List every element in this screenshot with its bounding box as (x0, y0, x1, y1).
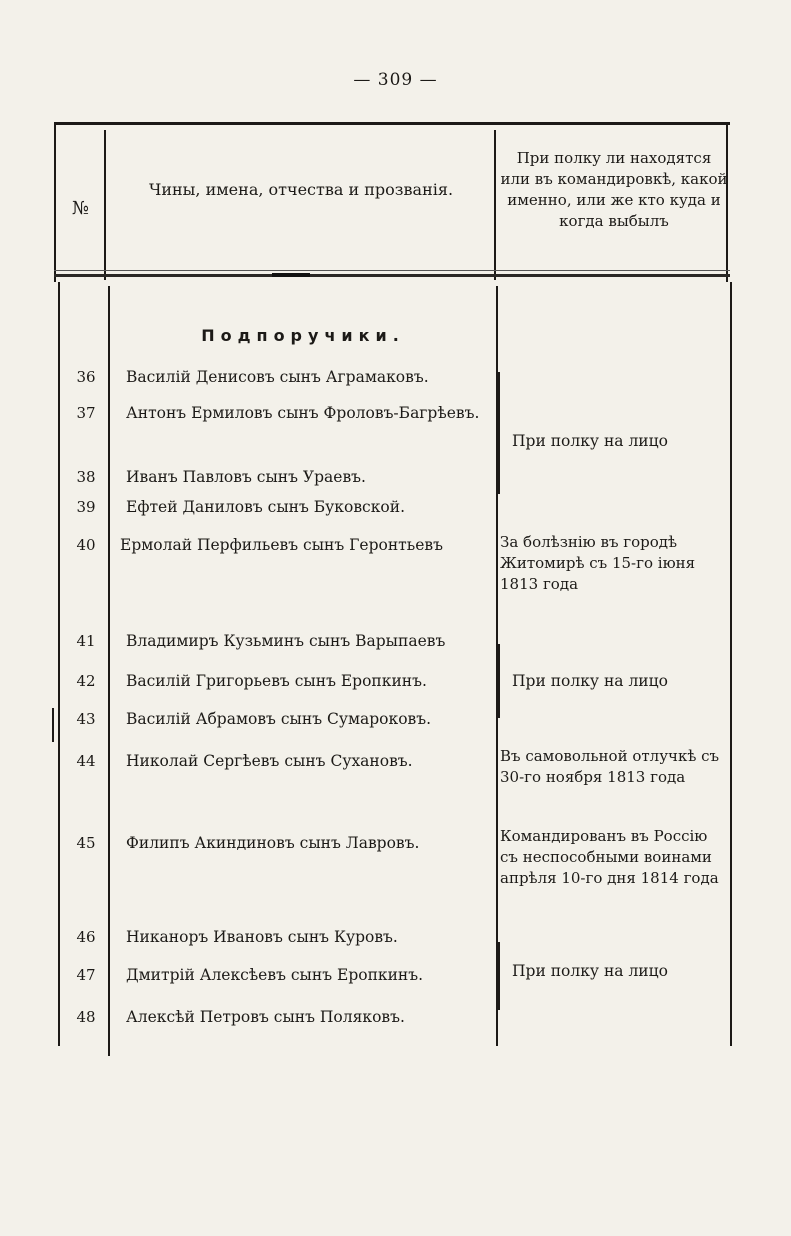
row-number: 40 (76, 536, 96, 554)
officer-name: Ефтей Даниловъ сынъ Буковской. (126, 498, 405, 516)
officer-name: Дмитрій Алексѣевъ сынъ Еропкинъ. (126, 966, 424, 984)
row-number: 48 (76, 1008, 96, 1026)
group-brace (498, 942, 510, 1010)
status-row-40: За болѣзнію въ городѣ Житомирѣ съ 15-го … (500, 533, 696, 593)
table-left-border-body (58, 282, 60, 1046)
status-row-45: Командированъ въ Россію съ неспособными … (500, 827, 719, 887)
table-right-border-header (726, 122, 728, 282)
status-on-duty: При полку на лицо (512, 672, 668, 690)
officer-name: Владимиръ Кузьминъ сынъ Варыпаевъ (126, 632, 446, 650)
row-number: 38 (76, 468, 96, 486)
group-brace (498, 372, 510, 494)
row-number: 41 (76, 632, 96, 650)
row-number: 37 (76, 404, 96, 422)
row-number: 45 (76, 834, 96, 852)
header-status-column: При полку ли находятся или въ командиров… (500, 149, 728, 230)
column-divider-2-body (496, 286, 498, 1046)
row-number: 44 (76, 752, 96, 770)
status-row-44: Въ самовольной отлучкѣ съ 30-го ноября 1… (500, 747, 720, 786)
margin-mark (52, 708, 54, 742)
group-brace (498, 644, 510, 718)
officer-name: Иванъ Павловъ сынъ Ураевъ. (126, 468, 366, 486)
row-number: 46 (76, 928, 96, 946)
officer-name: Никаноръ Ивановъ сынъ Куровъ. (126, 928, 398, 946)
table-top-rule (54, 122, 730, 125)
officer-name: Филипъ Акиндиновъ сынъ Лавровъ. (126, 834, 420, 852)
status-on-duty: При полку на лицо (512, 962, 668, 980)
table-left-border-header (54, 122, 56, 282)
section-title: Подпоручики. (201, 326, 405, 345)
officer-name: Василій Денисовъ сынъ Аграмаковъ. (126, 368, 429, 386)
header-rule-thin (54, 270, 730, 271)
row-number: 39 (76, 498, 96, 516)
row-number: 43 (76, 710, 96, 728)
officer-name: Василій Абрамовъ сынъ Сумароковъ. (126, 710, 432, 728)
row-number: 36 (76, 368, 96, 386)
officer-name: Ермолай Перфильевъ сынъ Геронтьевъ (120, 536, 443, 554)
row-number: 47 (76, 966, 96, 984)
page-number: — 309 — (353, 70, 438, 90)
header-names-column: Чины, имена, отчества и прозванія. (148, 180, 454, 199)
officer-name: Алексѣй Петровъ сынъ Поляковъ. (126, 1008, 405, 1026)
column-divider-2-header (494, 130, 496, 280)
column-divider-1-header (104, 130, 106, 280)
row-number: 42 (76, 672, 96, 690)
header-rule-accent (272, 273, 310, 277)
header-rule-thick (54, 273, 730, 277)
table-right-border-body (730, 282, 732, 1046)
officer-name: Василій Григорьевъ сынъ Еропкинъ. (126, 672, 427, 690)
status-on-duty: При полку на лицо (512, 432, 668, 450)
header-number-column: № (72, 198, 90, 219)
officer-name: Антонъ Ермиловъ сынъ Фроловъ-Багрѣевъ. (126, 404, 480, 422)
officer-name: Николай Сергѣевъ сынъ Сухановъ. (126, 752, 413, 770)
column-divider-1-body (108, 286, 110, 1056)
